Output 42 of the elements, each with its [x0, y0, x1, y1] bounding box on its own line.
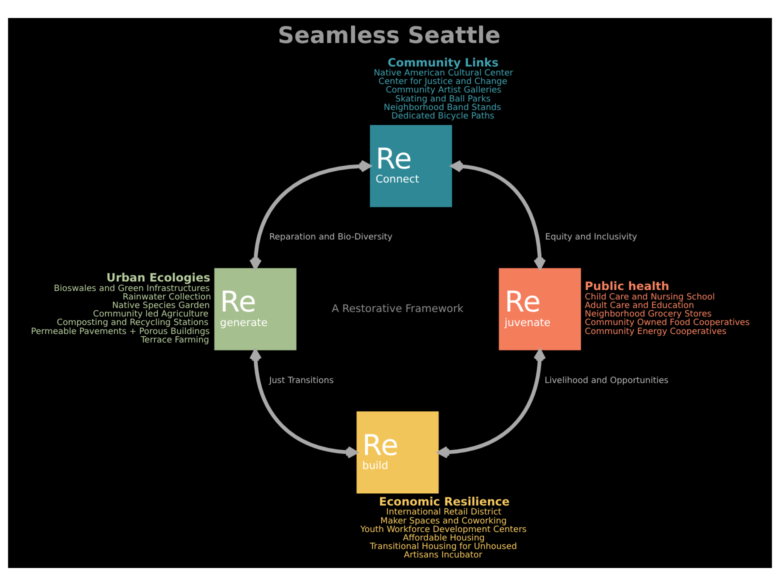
node-label: Community Artist Galleries [386, 85, 502, 96]
arrow [438, 348, 546, 458]
node-label: Adult Care and Education [584, 300, 694, 310]
node-label: Community Owned Food Cooperatives [584, 318, 750, 328]
node-label: Native American Cultural Center [374, 68, 514, 78]
node-label: Community led Agriculture [93, 309, 208, 320]
node-label: Neighborhood Grocery Stores [584, 309, 712, 320]
node-box: Re juvenate [498, 268, 581, 350]
node-box: Re Connect [370, 124, 452, 207]
node-label: Maker Spaces and Coworking [380, 516, 507, 526]
arrow [249, 159, 371, 269]
node-label: Community Links [388, 54, 499, 69]
edge-label: Livelihood and Opportunities [544, 375, 668, 386]
node-label: Urban Ecologies [106, 270, 210, 284]
node-box: Re build [356, 410, 439, 494]
node-label: Community Energy Cooperatives [584, 326, 726, 336]
arrow [451, 160, 546, 269]
node-label: Youth Workforce Development Centers [360, 524, 527, 534]
edge-label: Just Transitions [269, 375, 334, 386]
node-label: Economic Resilience [379, 494, 510, 508]
node-label: Native Species Garden [112, 300, 210, 310]
node-label: Neighborhood Band Stands [384, 102, 502, 112]
node-label: Dedicated Bicycle Paths [391, 110, 494, 121]
node-label: Terrace Farming [140, 334, 210, 345]
node-label: International Retail District [386, 507, 502, 518]
arrow [249, 348, 358, 458]
node-label: Permeable Pavements + Porous Buildings [30, 326, 210, 336]
node-label: Rainwater Collection [122, 292, 212, 302]
node-label: Child Care and Nursing School [584, 292, 715, 302]
node-label: Skating and Ball Parks [395, 94, 491, 104]
diagram-title: Seamless Seattle [278, 22, 501, 49]
node-label: Bioswales and Green Infrastructures [54, 283, 210, 294]
edge-label: Equity and Inclusivity [545, 232, 638, 242]
node-box: Re generate [214, 268, 296, 350]
edge-label: Reparation and Bio-Diversity [269, 232, 393, 242]
node-label: Artisans Incubator [404, 550, 482, 560]
node-label: Affordable Housing [402, 533, 485, 543]
node-label: Public health [584, 278, 670, 293]
node-label: Composting and Recycling Stations [56, 318, 208, 328]
node-label: Transitional Housing for Unhoused [370, 542, 517, 552]
label: A Restorative Framework [332, 302, 464, 314]
node-label: Center for Justice and Change [378, 76, 508, 87]
